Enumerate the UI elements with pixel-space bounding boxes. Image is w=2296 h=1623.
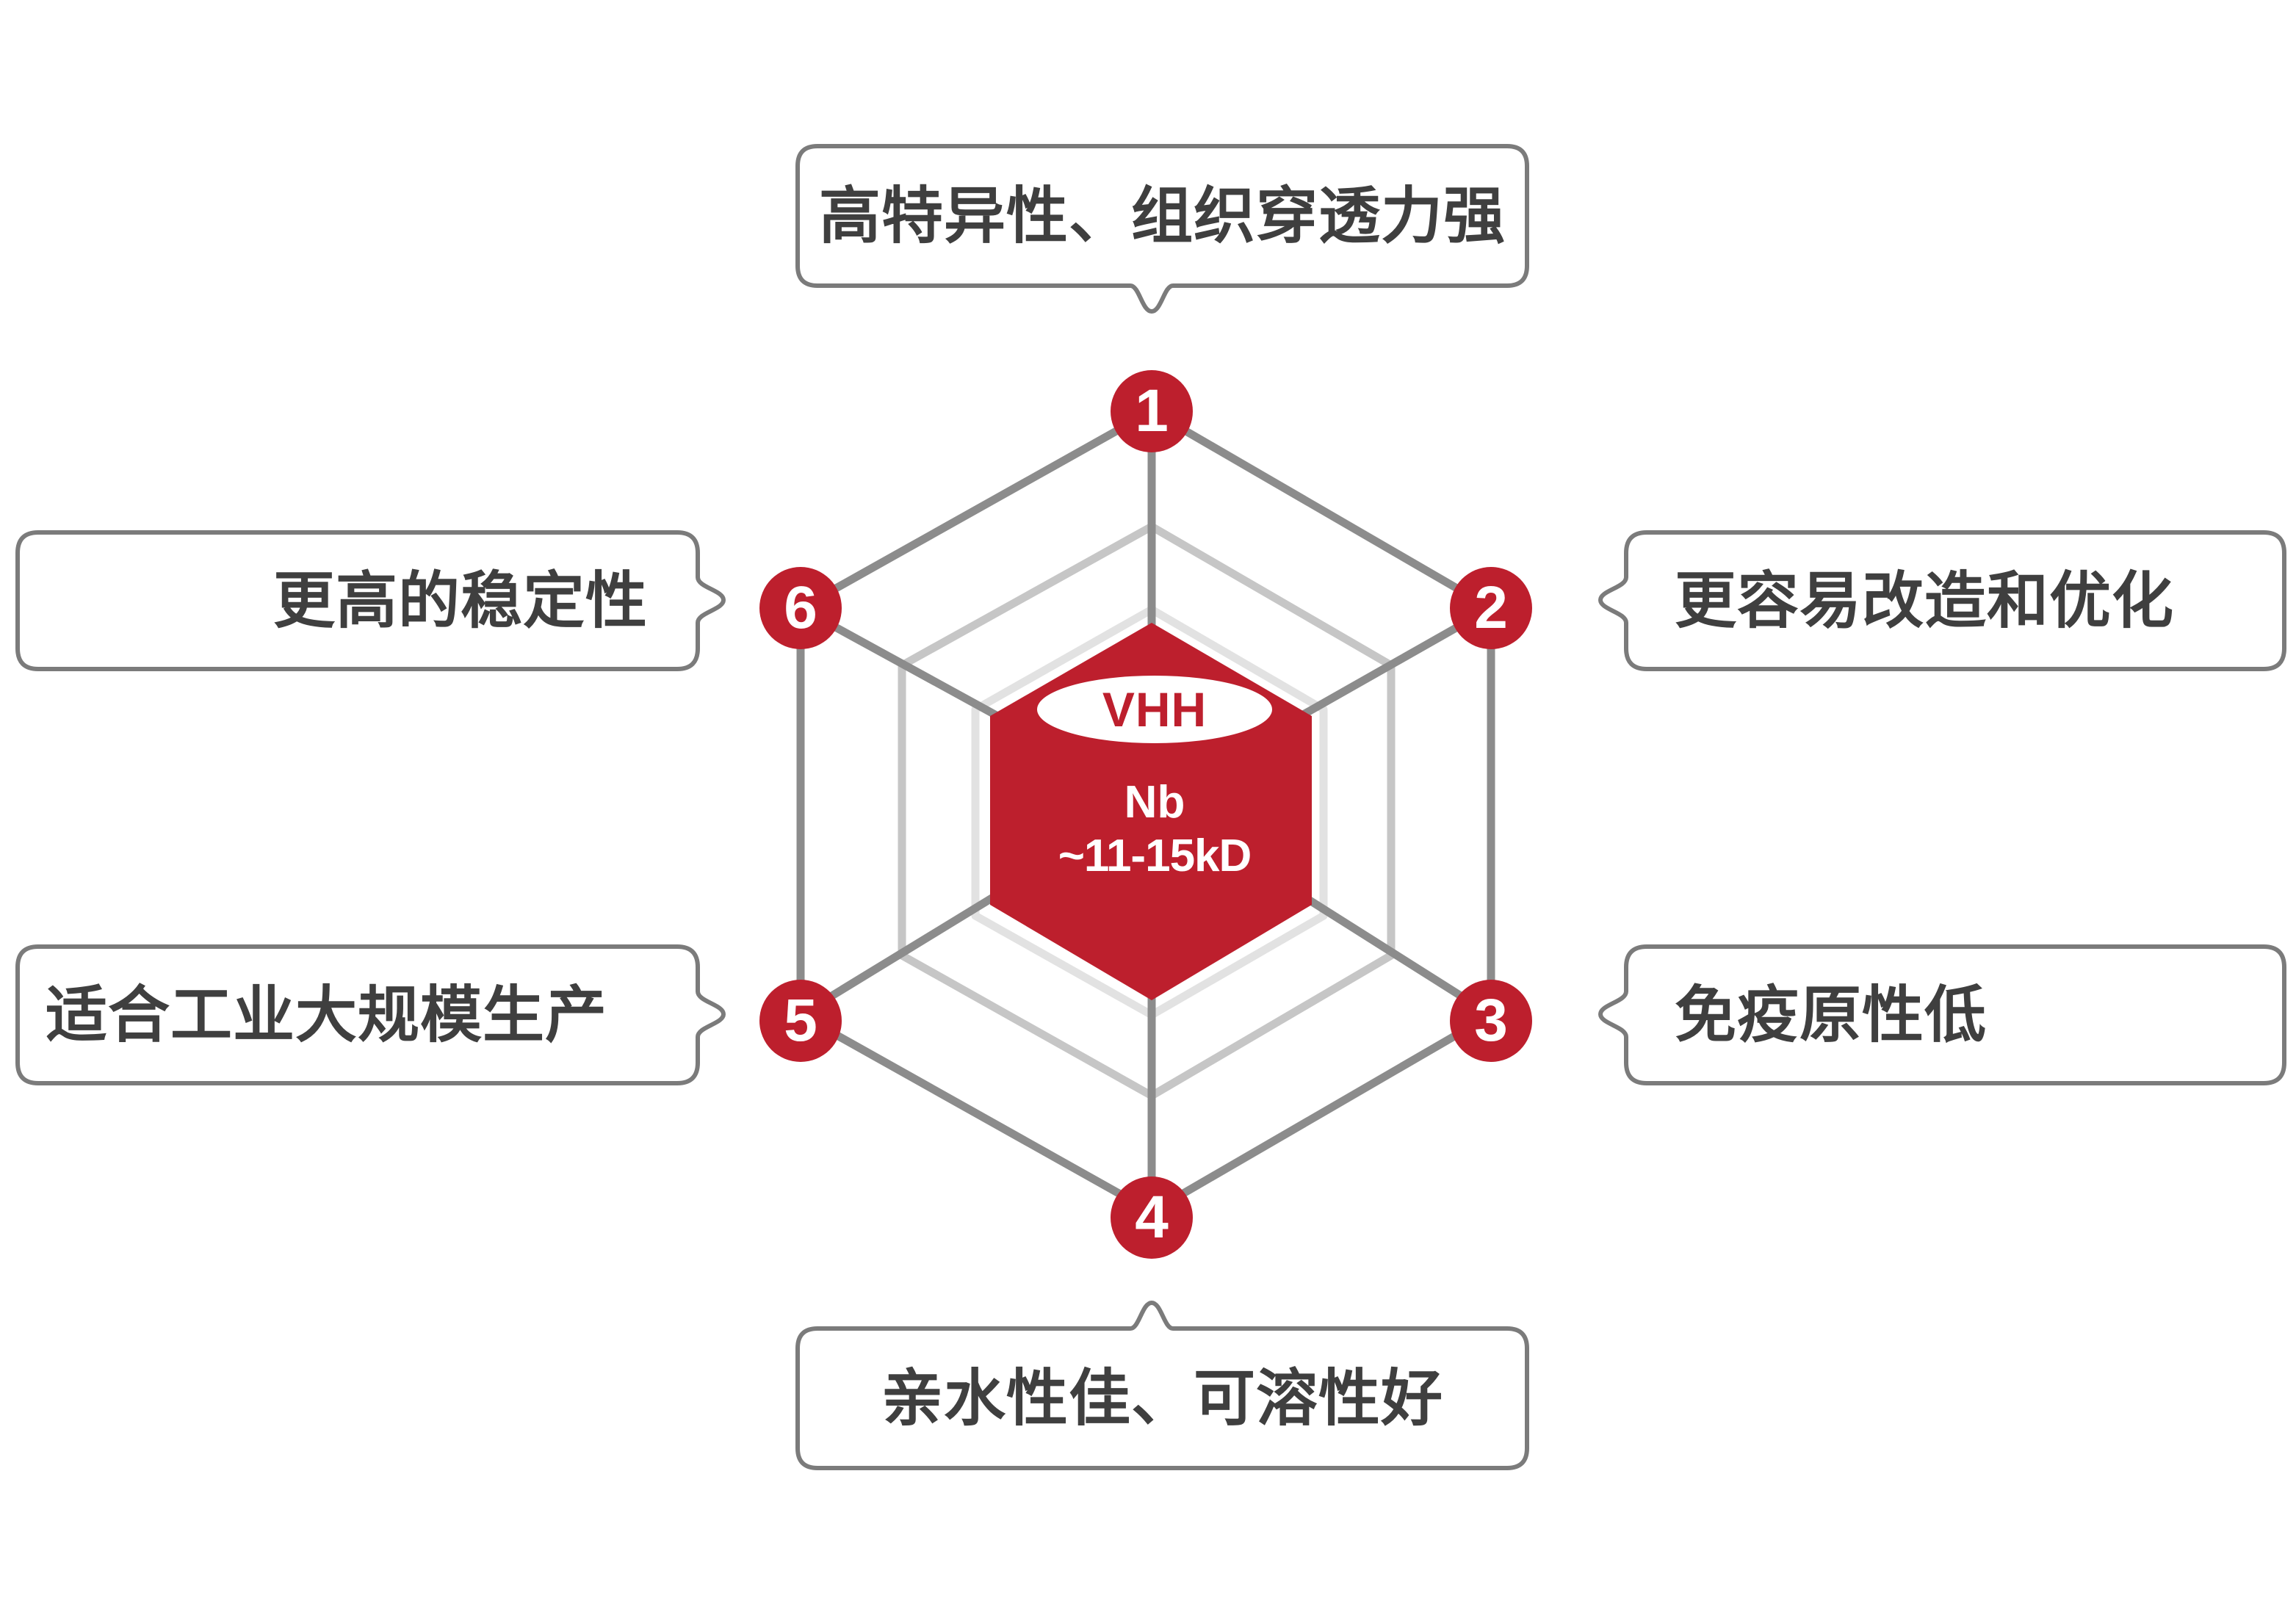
node-badge-5-number: 5 <box>784 987 817 1054</box>
callout-box-bottom-right[interactable]: 免疫原性低 <box>1598 944 2286 1085</box>
callout-bottom-right-label: 免疫原性低 <box>1675 980 1988 1049</box>
callout-top-label: 高特异性、组织穿透力强 <box>818 181 1506 250</box>
node-badge-2-number: 2 <box>1474 574 1508 641</box>
node-badge-4-number: 4 <box>1135 1184 1169 1251</box>
callout-bottom-shape <box>795 1301 1529 1470</box>
callout-bottom-label: 亲水性佳、可溶性好 <box>881 1363 1443 1433</box>
node-badge-6-number: 6 <box>784 574 817 641</box>
node-badge-5[interactable]: 5 <box>759 980 842 1062</box>
node-badge-1-number: 1 <box>1135 377 1169 444</box>
callout-top-left-label: 更高的稳定性 <box>272 565 648 635</box>
callout-box-top-right[interactable]: 更容易改造和优化 <box>1598 530 2286 671</box>
callout-top-right-shape <box>1598 530 2286 671</box>
node-badge-2[interactable]: 2 <box>1450 567 1532 649</box>
node-badge-1[interactable]: 1 <box>1111 370 1193 452</box>
node-badge-3-number: 3 <box>1474 987 1508 1054</box>
callout-box-bottom[interactable]: 亲水性佳、可溶性好 <box>795 1301 1529 1470</box>
hexagon-center-fill <box>990 623 1312 1000</box>
node-badge-4[interactable]: 4 <box>1111 1176 1193 1259</box>
callout-box-bottom-left[interactable]: 适合工业大规模生产 <box>15 944 726 1085</box>
callout-top-left-shape <box>15 530 726 671</box>
node-badge-3[interactable]: 3 <box>1450 980 1532 1062</box>
callout-bottom-left-shape <box>15 944 726 1085</box>
callout-bottom-left-label: 适合工业大规模生产 <box>46 980 608 1049</box>
callout-top-right-label: 更容易改造和优化 <box>1675 565 2175 635</box>
callout-bottom-right-shape <box>1598 944 2286 1085</box>
node-badge-6[interactable]: 6 <box>759 567 842 649</box>
callout-box-top[interactable]: 高特异性、组织穿透力强 <box>795 144 1529 314</box>
callout-box-top-left[interactable]: 更高的稳定性 <box>15 530 726 671</box>
callout-top-shape <box>795 144 1529 314</box>
